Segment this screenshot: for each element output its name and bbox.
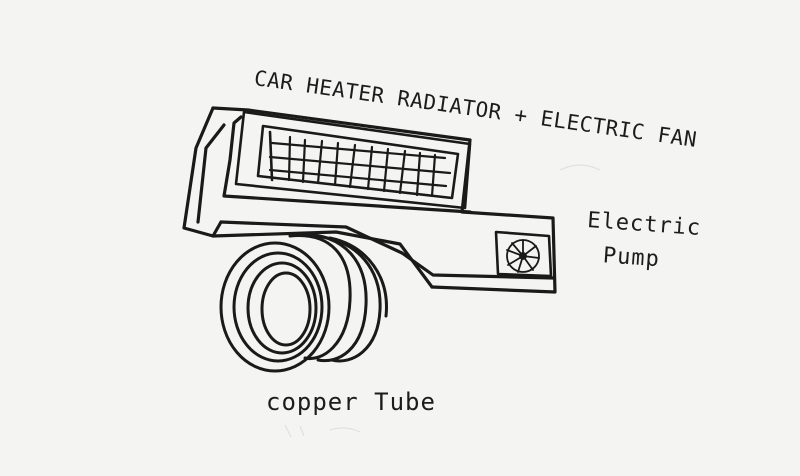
pump-label: Electric Pump — [584, 204, 702, 280]
pump-box — [494, 230, 553, 278]
radiator-fins — [268, 135, 452, 198]
pump-fan-icon — [506, 239, 540, 273]
copper-tube-coil — [219, 232, 388, 373]
radiator-housing — [182, 106, 557, 294]
bleed-through-marks — [284, 164, 601, 438]
copper-tube-label: copper Tube — [266, 388, 436, 416]
